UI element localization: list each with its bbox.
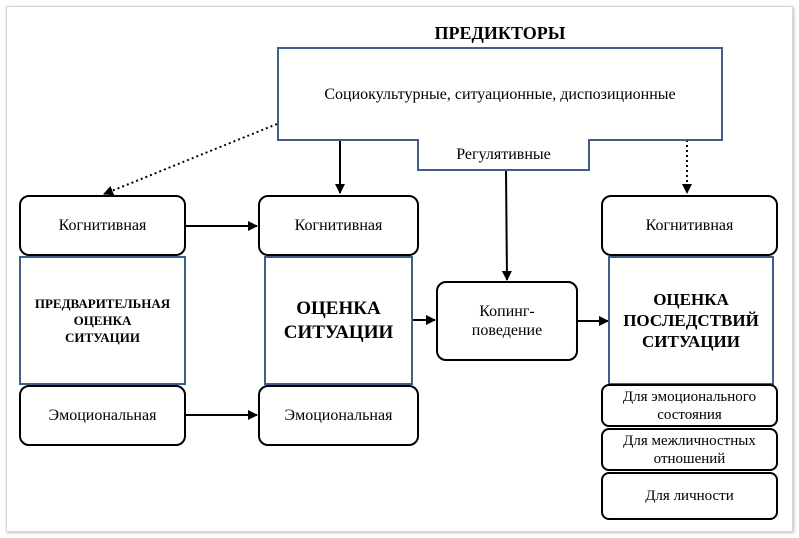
consequences-personality-box: Для личности (601, 472, 778, 520)
interpersonal-line-1: Для межличностных (623, 432, 756, 449)
consequences-title-line-2: ПОСЛЕДСТВИЙ (623, 311, 759, 330)
preliminary-cognitive-label: Когнитивная (58, 217, 147, 234)
situation-title-line-2: СИТУАЦИИ (283, 321, 394, 343)
situation-title-line-1: ОЦЕНКА (296, 297, 381, 319)
coping-label-line-1: Копинг- (479, 303, 535, 320)
consequences-cognitive-box: Когнитивная (601, 195, 778, 256)
situation-cognitive-box: Когнитивная (258, 195, 419, 256)
personality-label: Для личности (645, 488, 734, 504)
regulatory-label: Регулятивные (456, 145, 551, 163)
coping-box: Копинг- поведение (436, 281, 578, 361)
situation-emotional-box: Эмоциональная (258, 385, 419, 446)
situation-cognitive-label: Когнитивная (294, 217, 383, 234)
situation-assessment-box: ОЦЕНКА СИТУАЦИИ (264, 256, 413, 385)
regulatory-box: Регулятивные (417, 139, 590, 171)
preliminary-cognitive-box: Когнитивная (19, 195, 186, 256)
emotional-state-line-2: состояния (657, 406, 722, 423)
predictors-title: ПРЕДИКТОРЫ (434, 22, 566, 43)
preliminary-title-line-2: ОЦЕНКА (73, 313, 132, 328)
predictors-main-box: Социокультурные, ситуационные, диспозици… (277, 47, 723, 141)
consequences-interpersonal-box: Для межличностных отношений (601, 428, 778, 471)
preliminary-title-line-1: ПРЕДВАРИТЕЛЬНАЯ (34, 296, 171, 311)
consequences-title-line-1: ОЦЕНКА (653, 290, 729, 309)
consequences-assessment-box: ОЦЕНКА ПОСЛЕДСТВИЙ СИТУАЦИИ (608, 256, 774, 385)
predictors-main-label: Социокультурные, ситуационные, диспозици… (324, 85, 676, 103)
consequences-title-line-3: СИТУАЦИИ (641, 332, 740, 351)
situation-emotional-label: Эмоциональная (284, 407, 393, 424)
consequences-emotional-state-box: Для эмоционального состояния (601, 384, 778, 427)
coping-label-line-2: поведение (471, 322, 543, 339)
consequences-cognitive-label: Когнитивная (645, 217, 734, 234)
preliminary-emotional-label: Эмоциональная (48, 407, 157, 424)
preliminary-emotional-box: Эмоциональная (19, 385, 186, 446)
emotional-state-line-1: Для эмоционального (622, 388, 757, 405)
preliminary-title-line-3: СИТУАЦИИ (65, 330, 140, 345)
preliminary-assessment-box: ПРЕДВАРИТЕЛЬНАЯ ОЦЕНКА СИТУАЦИИ (19, 256, 186, 385)
interpersonal-line-2: отношений (653, 450, 726, 467)
